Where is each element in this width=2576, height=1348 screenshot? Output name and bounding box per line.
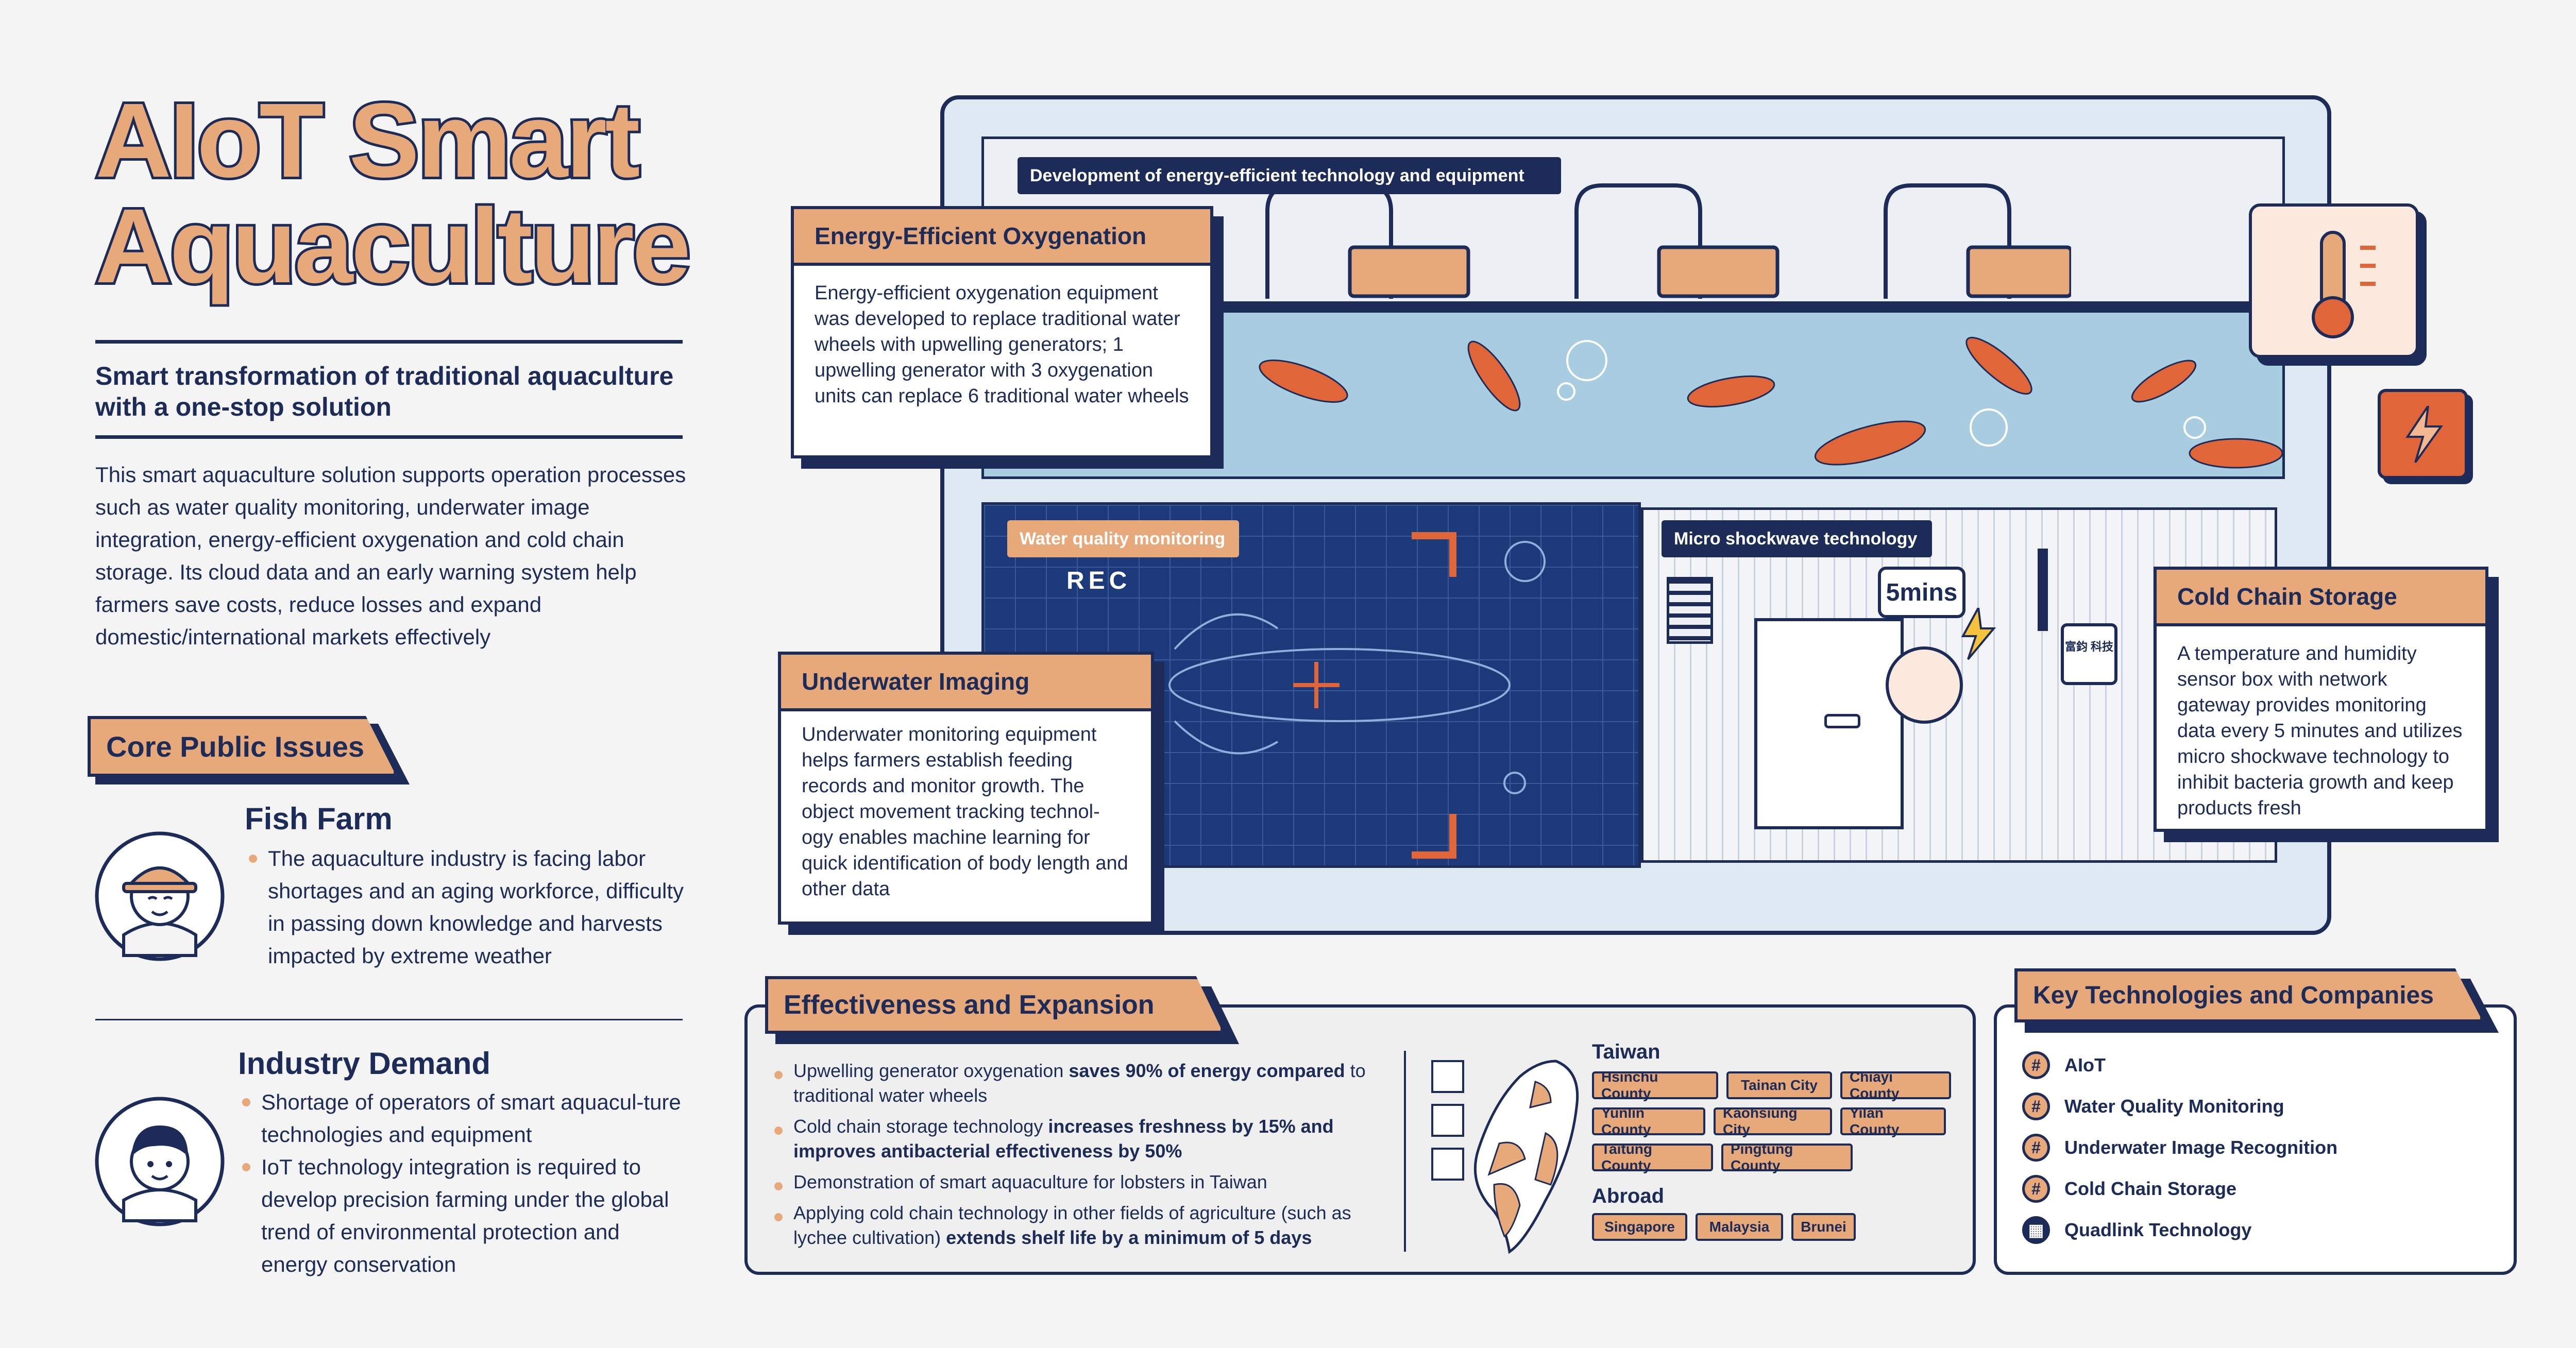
hash-icon: #: [2022, 1051, 2050, 1079]
hash-icon: #: [2022, 1175, 2050, 1203]
list-item: #Water Quality Monitoring: [2022, 1086, 2337, 1127]
operator-avatar: [95, 1097, 225, 1226]
oxygenation-card: Energy-Efficient Oxygenation Energy-effi…: [791, 206, 1213, 458]
region-pill: Tainan City: [1726, 1071, 1832, 1099]
key-tech-list: #AIoT #Water Quality Monitoring #Underwa…: [2022, 1045, 2337, 1251]
list-item: ▦Quadlink Technology: [2022, 1209, 2337, 1251]
region-pill: Pingtung County: [1721, 1141, 1853, 1173]
building-icon: ▦: [2022, 1216, 2050, 1244]
list-item: IoT technology integration is required t…: [238, 1151, 691, 1281]
upwelling-generators: [1265, 183, 2071, 299]
shockwave-label: Micro shockwave technology: [1662, 520, 1932, 557]
cold-chain-body: A temperature and humidity sensor box wi…: [2177, 643, 2463, 819]
intro-text: This smart aquaculture solution supports…: [95, 463, 686, 649]
abroad-label: Abroad: [1592, 1185, 1664, 1207]
taiwan-map: [1431, 1060, 1579, 1254]
industry-demand-list: Shortage of operators of smart aquacul-t…: [238, 1086, 691, 1281]
list-item: The aquaculture industry is facing labor…: [245, 842, 698, 972]
cold-chain-card: Cold Chain Storage A temperature and hum…: [2154, 567, 2488, 832]
energy-label: Development of energy-efficient technolo…: [1018, 157, 1561, 194]
core-issues-label: Core Public Issues: [88, 716, 397, 777]
region-pill: Malaysia: [1696, 1213, 1783, 1241]
divider: [95, 1019, 683, 1020]
list-item: #AIoT: [2022, 1045, 2337, 1086]
lightning-icon: [1961, 608, 1996, 660]
region-pill: Taitung County: [1592, 1141, 1713, 1173]
list-item: Shortage of operators of smart aquacul-t…: [238, 1086, 691, 1151]
imaging-body: Underwater monitoring equipment helps fa…: [802, 724, 1128, 900]
water-quality-label: Water quality monitoring: [1007, 520, 1239, 557]
divider: [1404, 1051, 1406, 1252]
list-item: Upwelling generator oxygenation saves 90…: [770, 1059, 1409, 1108]
cold-chain-title: Cold Chain Storage: [2157, 570, 2485, 626]
title-line-2: Aquaculture: [93, 187, 693, 305]
imaging-card: Underwater Imaging Underwater monitoring…: [778, 652, 1154, 925]
lobsters-in-pond: [1259, 336, 2282, 469]
list-item: Demonstration of smart aquaculture for l…: [770, 1170, 1409, 1195]
list-item: Applying cold chain technology in other …: [770, 1201, 1409, 1250]
page-title: AIoT Smart Aquaculture: [93, 81, 693, 305]
region-pill: Singapore: [1592, 1213, 1687, 1241]
oxygenation-body: Energy-efficient oxygenation equipment w…: [815, 282, 1189, 407]
list-item: Cold chain storage technology increases …: [770, 1114, 1409, 1164]
fish-farm-list: The aquaculture industry is facing labor…: [245, 842, 698, 972]
thermometer-icon: [2312, 231, 2376, 338]
thermometer-box: [2249, 203, 2419, 358]
subtitle: Smart transformation of traditional aqua…: [95, 362, 674, 421]
farmer-avatar: [95, 831, 225, 961]
region-pill: Hsinchu County: [1592, 1069, 1718, 1101]
imaging-title: Underwater Imaging: [781, 655, 1151, 711]
title-line-1: AIoT Smart: [93, 81, 642, 199]
divider: [95, 435, 683, 439]
region-pill: Yunlin County: [1592, 1105, 1705, 1137]
pond-rail: [984, 301, 2282, 313]
sensor-icon: [1886, 646, 1963, 724]
industry-demand-title: Industry Demand: [238, 1046, 491, 1081]
region-pill: Yilan County: [1840, 1105, 1946, 1137]
cold-room-door: [1754, 618, 1904, 829]
fish-farm-title: Fish Farm: [245, 801, 393, 836]
list-item: #Underwater Image Recognition: [2022, 1127, 2337, 1168]
gateway-box: 富鈞 科技: [2061, 623, 2117, 685]
cable: [2038, 549, 2048, 631]
taiwan-label: Taiwan: [1592, 1040, 1660, 1063]
hash-icon: #: [2022, 1134, 2050, 1162]
taiwan-regions: Hsinchu County Tainan City Chiayi County…: [1592, 1069, 1953, 1173]
region-pill: Kaohsiung City: [1714, 1105, 1832, 1137]
key-tech-panel: [1994, 1004, 2517, 1275]
lightning-icon: [2378, 389, 2468, 479]
region-pill: Chiayi County: [1840, 1069, 1951, 1101]
lobster-scan: [1168, 532, 1546, 859]
timer-bubble: 5mins: [1878, 567, 1965, 618]
key-tech-label: Key Technologies and Companies: [2014, 968, 2483, 1022]
region-pill: Brunei: [1791, 1213, 1856, 1241]
abroad-regions: Singapore Malaysia Brunei: [1592, 1213, 1856, 1241]
divider: [95, 340, 683, 344]
hash-icon: #: [2022, 1093, 2050, 1120]
vent-icon: [1667, 577, 1713, 644]
effectiveness-label: Effectiveness and Expansion: [765, 976, 1224, 1034]
oxygenation-title: Energy-Efficient Oxygenation: [794, 209, 1210, 266]
rec-indicator: REC: [1066, 567, 1131, 594]
effectiveness-list: Upwelling generator oxygenation saves 90…: [770, 1059, 1409, 1250]
list-item: #Cold Chain Storage: [2022, 1168, 2337, 1209]
